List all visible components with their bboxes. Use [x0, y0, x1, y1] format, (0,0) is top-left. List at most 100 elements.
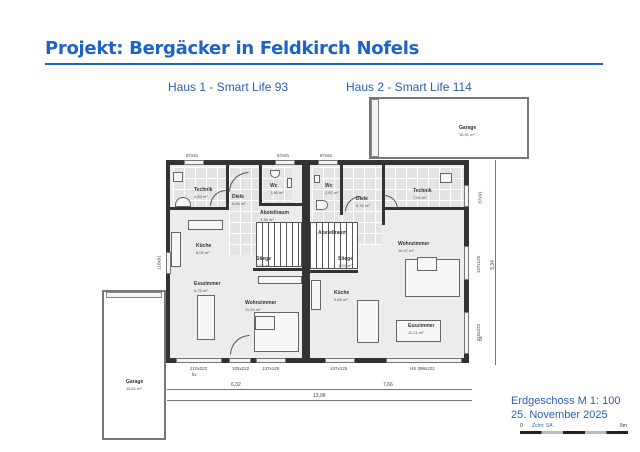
kitchen-counter-side	[171, 232, 181, 267]
window-label: 137x125	[476, 255, 482, 274]
window-label: 87x91	[277, 153, 290, 158]
room-name: Technik	[413, 188, 432, 194]
garage-door	[106, 292, 162, 298]
room-area: 5,76 m²	[356, 203, 370, 208]
toilet-icon	[270, 170, 280, 178]
room-area: 1,88 m²	[270, 190, 284, 195]
room-name: Wc	[325, 183, 333, 189]
room-name: Küche	[196, 243, 212, 249]
room-area: 11,21 m²	[408, 330, 424, 335]
wall-interior	[226, 165, 229, 210]
room-name: Technik	[194, 187, 213, 193]
window-label: 210x222	[190, 366, 208, 371]
sideboard	[258, 276, 302, 284]
room-area: 5,06 m²	[232, 201, 246, 206]
room-name: Stiege	[256, 256, 272, 262]
washbasin-icon	[287, 178, 292, 188]
garage-top: Garage 18,91 m²	[369, 97, 529, 159]
window-label: 110x91	[156, 255, 162, 270]
room-name: Diele	[232, 194, 244, 200]
title-underline	[45, 63, 603, 65]
scale-bar	[520, 431, 628, 434]
coffee-table	[417, 257, 437, 271]
wall-interior	[259, 203, 304, 206]
dining-table	[396, 320, 441, 342]
room-name: Stiege	[338, 256, 354, 262]
wall-interior	[340, 165, 343, 215]
dimension-line-vertical	[495, 160, 496, 365]
window-right-3	[464, 312, 469, 354]
window-bottom-3	[256, 358, 286, 363]
drawn-by-label: Zchn: SA	[532, 423, 553, 429]
room-area: 1,53 m²	[338, 263, 352, 268]
window-label: fix	[192, 372, 197, 377]
dimension-label: 6,32	[231, 382, 241, 388]
window-label: 137x125	[262, 366, 280, 371]
room-name: Küche	[334, 290, 350, 296]
wall-interior	[382, 207, 464, 210]
staircase-h1	[256, 222, 302, 267]
house-1-label: Haus 1 - Smart Life 93	[168, 80, 289, 94]
party-wall	[302, 160, 310, 362]
window-label: 105x222	[232, 366, 250, 371]
wall-interior	[170, 207, 228, 210]
room-name: Esszimmer	[408, 323, 435, 329]
room-area: 3,38 m²	[260, 217, 274, 222]
date-label: 25. November 2025	[511, 409, 608, 421]
room-area: 18,91 m²	[459, 132, 475, 137]
room-name: Esszimmer	[194, 281, 221, 287]
window-bottom-2	[229, 358, 251, 363]
window-bottom-5	[386, 358, 462, 363]
window-right-1	[464, 185, 469, 207]
tile-h1-diele	[229, 167, 259, 255]
window-top-3	[318, 160, 338, 165]
wall-interior	[310, 270, 358, 273]
room-area: 16,37 m²	[398, 248, 414, 253]
room-name: Abstellraum	[318, 230, 347, 236]
house-2-label: Haus 2 - Smart Life 114	[346, 80, 472, 94]
window-label: HS 398x222	[410, 366, 435, 371]
dimension-line-h1	[167, 389, 311, 390]
window-bottom-1	[176, 358, 222, 363]
window-label: 137x125	[330, 366, 348, 371]
room-area: 6,75 m²	[194, 288, 208, 293]
room-name: Abstellraum	[260, 210, 289, 216]
window-right-2	[464, 246, 469, 280]
dimension-line-h2	[311, 389, 472, 390]
scale-end-label: 5m	[620, 423, 627, 429]
room-area: 4,83 m²	[194, 194, 208, 199]
sink-icon	[173, 172, 183, 182]
kitchen-counter	[188, 220, 223, 230]
room-name: Wohnzimmer	[245, 300, 277, 306]
room-name: Diele	[356, 196, 368, 202]
room-area: 11,94 m²	[245, 307, 261, 312]
toilet-icon	[316, 200, 328, 210]
garage-door	[371, 99, 379, 157]
room-area: 7,64 m²	[413, 195, 427, 200]
window-left	[166, 252, 171, 274]
window-bottom-4	[325, 358, 355, 363]
room-area: 2,67 m²	[325, 190, 339, 195]
room-area: 8,05 m²	[196, 250, 210, 255]
room-area: 1,53 m²	[256, 263, 270, 268]
window-top-1	[184, 160, 204, 165]
staircase-h2	[310, 222, 358, 269]
window-label: fix	[477, 336, 483, 341]
floor-scale-label: Erdgeschoss M 1: 100	[511, 395, 621, 407]
wall-interior	[253, 268, 303, 271]
room-name: Wc	[270, 183, 278, 189]
room-name: Wohnzimmer	[398, 241, 430, 247]
wall-south	[166, 358, 469, 363]
garage-left: Garage 18,61 m²	[102, 290, 166, 440]
window-top-2	[275, 160, 295, 165]
dining-table	[197, 295, 215, 340]
dimension-label: 9,34	[489, 260, 496, 270]
room-name: Garage	[126, 379, 144, 385]
room-name: Garage	[459, 125, 477, 131]
room-area: 18,61 m²	[126, 386, 142, 391]
wall-interior	[259, 165, 262, 205]
boiler-icon	[175, 197, 191, 207]
sink-icon	[440, 173, 452, 183]
page-title: Projekt: Bergäcker in Feldkirch Nofels	[45, 38, 420, 59]
